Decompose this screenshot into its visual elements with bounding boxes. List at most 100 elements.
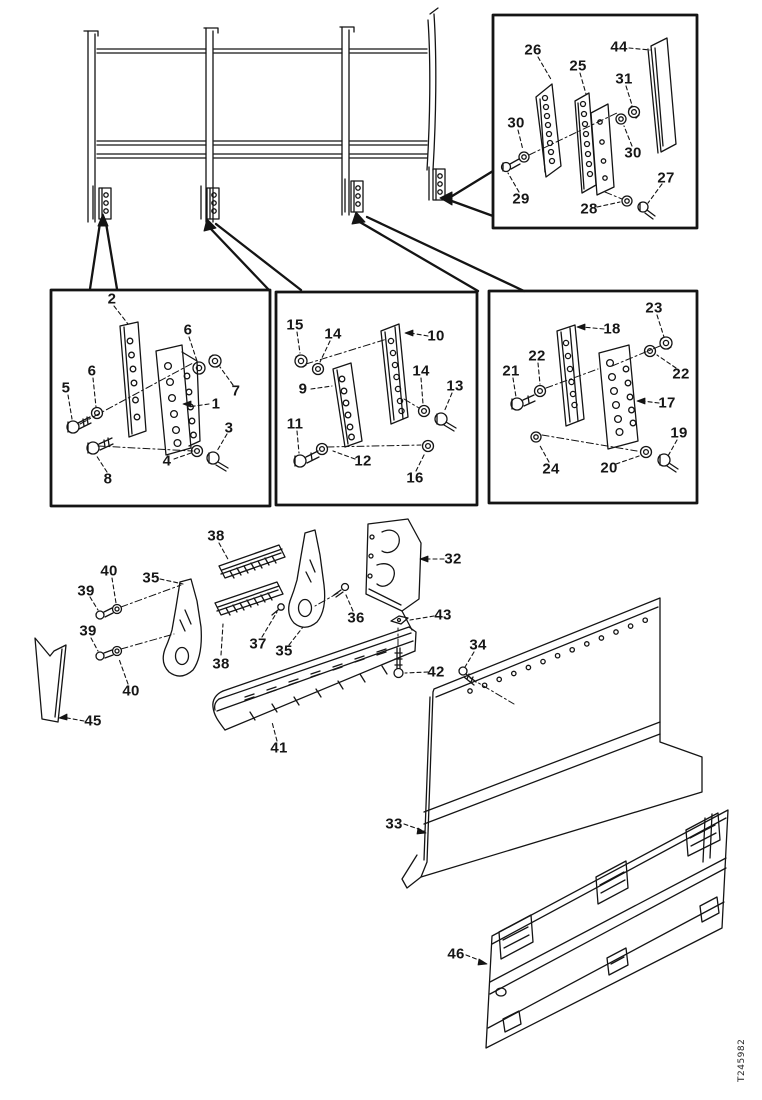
callout-15: 15	[286, 316, 304, 334]
part-7-nut	[208, 354, 222, 368]
callout-24: 24	[542, 460, 560, 478]
hinge-plate-2	[200, 185, 220, 220]
box2-border	[274, 290, 479, 507]
callout-7: 7	[231, 382, 241, 400]
callout-36: 36	[347, 609, 365, 627]
callout-35-left: 35	[142, 569, 160, 587]
part-42-bolt	[393, 647, 404, 679]
callout-33: 33	[385, 815, 403, 833]
part-38-strip-lower	[214, 581, 284, 616]
callout-20: 20	[600, 459, 618, 477]
part-19-bolt	[657, 453, 679, 473]
part-35-bracket-left	[162, 578, 202, 677]
box1-border	[49, 288, 272, 508]
drawing-number: T245982	[737, 1039, 747, 1083]
callout-45: 45	[84, 712, 102, 730]
callout-39-top: 39	[77, 582, 95, 600]
hinge-plate-4	[428, 166, 446, 201]
callout-9: 9	[298, 380, 308, 398]
part-31-nut	[627, 105, 641, 119]
callout-39-bottom: 39	[79, 622, 97, 640]
part-40-washer-upper	[111, 603, 123, 615]
leader-arrow-46	[477, 958, 488, 966]
callout-38-bottom: 38	[212, 655, 230, 673]
part-22-washer-left	[533, 384, 547, 398]
part-28-plate	[590, 103, 615, 196]
part-14-washer-left	[311, 362, 325, 376]
part-35-bracket-right	[288, 529, 326, 628]
part-21-bolt	[510, 394, 536, 411]
callout-32: 32	[444, 550, 462, 568]
callout-14-right: 14	[412, 362, 430, 380]
box3-border	[487, 289, 699, 505]
part-40-washer-lower	[111, 645, 123, 657]
callout-13: 13	[446, 377, 464, 395]
frame-upright-right	[339, 26, 355, 216]
box3-assembly-axes	[541, 345, 661, 452]
callout-34: 34	[469, 636, 487, 654]
callout-6-left: 6	[87, 362, 97, 380]
part-29-bolt	[500, 158, 521, 173]
callout-38-top: 38	[207, 527, 225, 545]
part-44-panel	[647, 37, 677, 154]
callout-21: 21	[502, 362, 520, 380]
box1-leader-lines	[67, 305, 234, 473]
callout-35-right: 35	[275, 642, 293, 660]
part-13-bolt	[434, 412, 457, 432]
main-frame-assembly	[83, 7, 446, 223]
callout-16: 16	[406, 469, 424, 487]
part-1-plate	[155, 344, 201, 456]
callout-18: 18	[603, 320, 621, 338]
part-6-washer-left	[90, 406, 104, 420]
callout-12: 12	[354, 452, 372, 470]
part-16-washer	[421, 439, 435, 453]
callout-37: 37	[249, 635, 267, 653]
part-28-washer	[621, 195, 633, 207]
callout-41: 41	[270, 739, 288, 757]
part-45-panel	[34, 637, 67, 723]
callout-3: 3	[224, 419, 234, 437]
frame-upright-middle	[203, 27, 219, 223]
middle-leader-lines	[61, 542, 475, 742]
callout-4: 4	[162, 452, 172, 470]
part-3-bolt	[206, 451, 229, 472]
callout-25: 25	[569, 57, 587, 75]
part-39-bolt-upper	[95, 607, 114, 620]
leader-arrow-32	[419, 555, 429, 563]
box2-assembly-axes	[305, 338, 422, 448]
part-10-strip	[380, 323, 409, 425]
part-43-clip	[390, 615, 409, 625]
leader-arrow-45	[58, 713, 68, 721]
part-26-strip	[535, 83, 562, 178]
callout-27: 27	[657, 169, 675, 187]
part-11-washer	[315, 442, 329, 456]
part-22-washer-right	[643, 344, 657, 358]
part-30-washer-left	[518, 151, 530, 163]
box1-assembly-axes	[79, 362, 194, 452]
callout-10: 10	[427, 327, 445, 345]
part-20-washer	[639, 445, 653, 459]
middle-assembly-axes	[120, 584, 515, 705]
box2-leader-lines	[296, 331, 453, 472]
part-2-strip	[119, 321, 147, 438]
callout-44: 44	[610, 38, 628, 56]
callout-1: 1	[211, 395, 221, 413]
callout-40-top: 40	[100, 562, 118, 580]
part-9-strip	[332, 362, 363, 448]
part-23-nut	[659, 336, 673, 350]
callout-28: 28	[580, 200, 598, 218]
part-17-plate	[598, 344, 639, 450]
callout-23: 23	[645, 299, 663, 317]
detail-box-1	[49, 288, 272, 508]
frame-upright-left	[83, 30, 99, 223]
hinge-plate-1	[92, 185, 112, 220]
part-27-bolt	[637, 201, 656, 220]
callout-6-top: 6	[183, 321, 193, 339]
callout-19: 19	[670, 424, 688, 442]
callout-30-right: 30	[624, 144, 642, 162]
callout-26: 26	[524, 41, 542, 59]
hinge-plate-3	[344, 178, 364, 213]
detail-connectors	[88, 169, 526, 293]
